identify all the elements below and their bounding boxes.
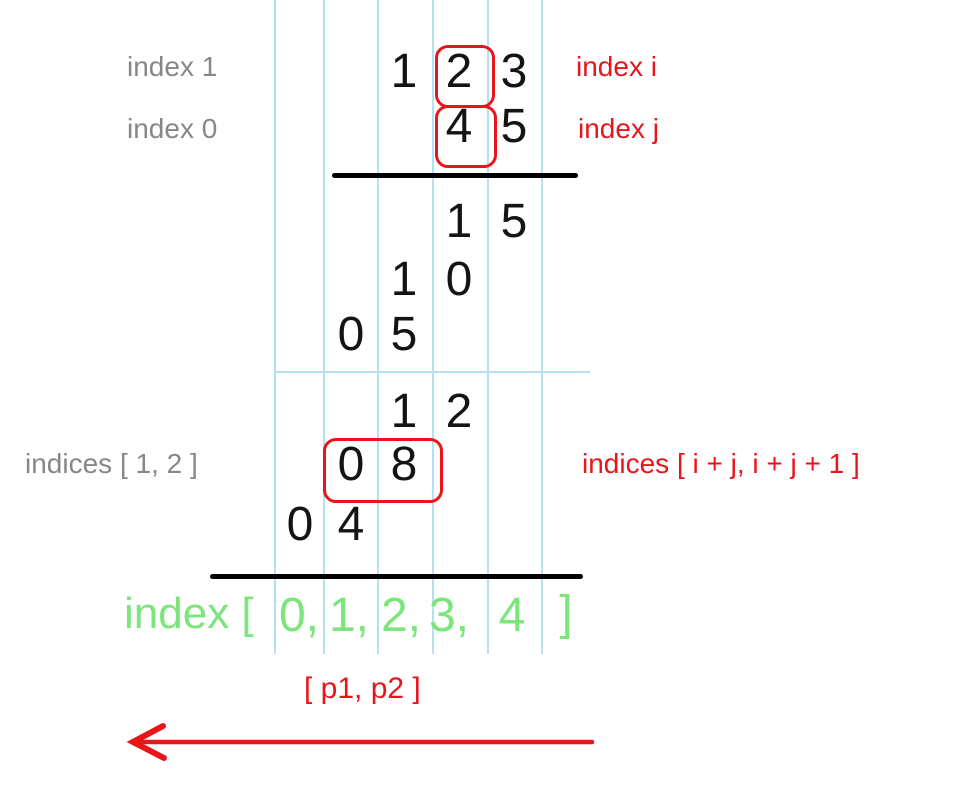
index-value: 2, <box>380 589 422 642</box>
index-value: 0, <box>278 589 320 642</box>
partial-product-digit: 0 <box>286 498 314 551</box>
partial-product-digit: 0 <box>337 438 365 491</box>
column-guide-line <box>541 0 543 654</box>
multiplication-rule-line <box>332 173 578 178</box>
partial-product-digit: 5 <box>500 195 528 248</box>
index-value: 1, <box>328 589 370 642</box>
label-index-0: index 0 <box>127 113 218 144</box>
partial-product-digit: 0 <box>337 308 365 361</box>
partial-product-digit: 1 <box>445 195 473 248</box>
column-guide-line <box>487 0 489 654</box>
column-guide-line <box>377 0 379 654</box>
index-value: 3, <box>428 589 470 642</box>
index-value: 4 <box>498 589 526 642</box>
label-indices-i-j: indices [ i + j, i + j + 1 ] <box>582 448 860 479</box>
addition-rule-line <box>210 574 583 579</box>
left-arrow <box>126 723 595 761</box>
column-guide-line <box>323 0 325 654</box>
partial-product-digit: 1 <box>390 385 418 438</box>
highlight-box-product-08 <box>323 438 443 503</box>
label-index-bracket: index [ <box>124 589 254 638</box>
label-close-bracket: ] <box>559 587 573 640</box>
partial-product-digit: 0 <box>445 253 473 306</box>
multiplicand-digit: 3 <box>500 45 528 98</box>
label-indices-1-2: indices [ 1, 2 ] <box>25 448 198 479</box>
partial-product-digit: 5 <box>390 308 418 361</box>
group-separator-line <box>274 371 590 373</box>
column-guide-line <box>274 0 276 654</box>
partial-product-digit: 8 <box>390 438 418 491</box>
label-index-i: index i <box>576 51 657 82</box>
multiplier-digit: 4 <box>445 100 473 153</box>
label-p1-p2: [ p1, p2 ] <box>304 672 421 705</box>
label-index-1: index 1 <box>127 51 218 82</box>
partial-product-digit: 1 <box>390 253 418 306</box>
label-index-j: index j <box>578 113 659 144</box>
column-guide-line <box>432 0 434 654</box>
highlight-box-digit-2 <box>435 45 495 108</box>
multiplicand-digit: 2 <box>445 45 473 98</box>
partial-product-digit: 4 <box>337 498 365 551</box>
multiplicand-digit: 1 <box>390 45 418 98</box>
highlight-box-digit-4 <box>435 105 497 168</box>
multiplier-digit: 5 <box>500 100 528 153</box>
partial-product-digit: 2 <box>445 385 473 438</box>
